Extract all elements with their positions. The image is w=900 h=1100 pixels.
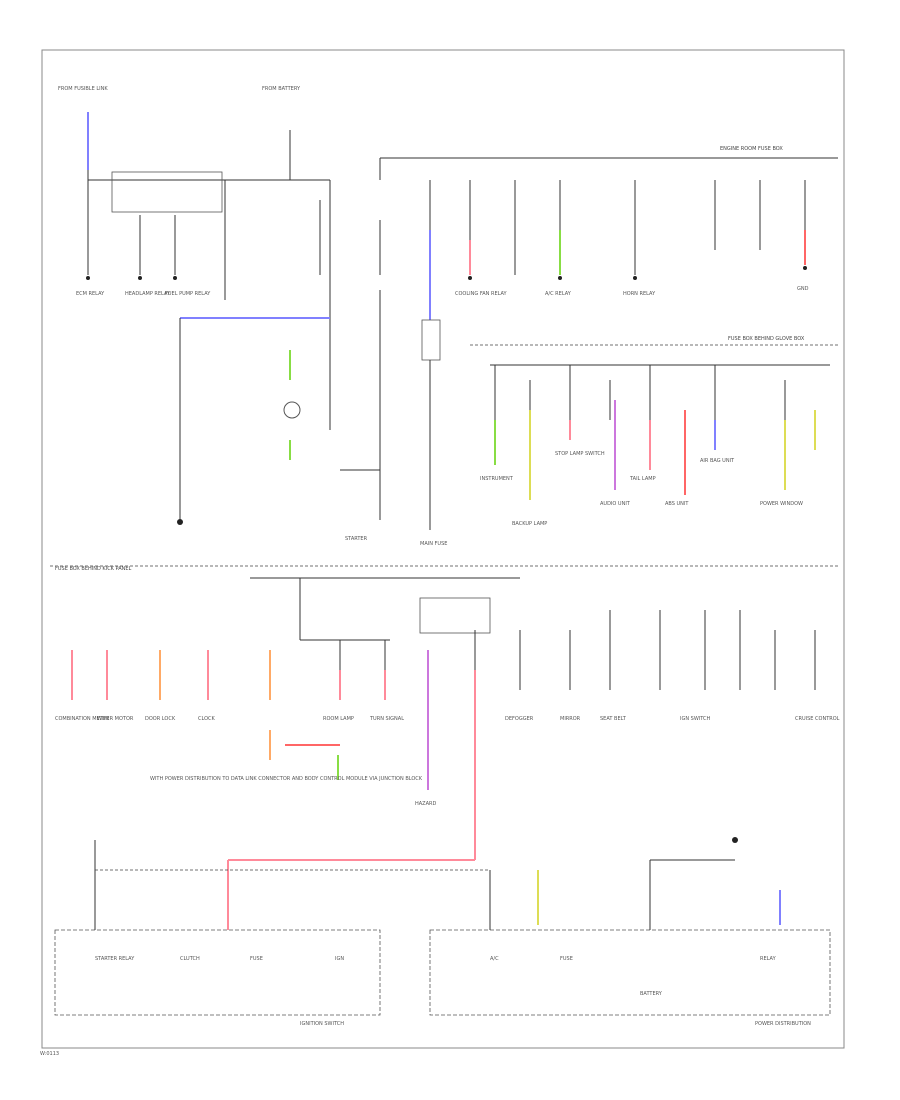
relay-box-top-left — [111, 171, 223, 213]
top-row-connectors — [86, 266, 807, 280]
label-audio-unit: AUDIO UNIT — [600, 501, 631, 507]
box-item-clutch: CLUTCH — [180, 956, 200, 962]
long-note: WITH POWER DISTRIBUTION TO DATA LINK CON… — [150, 776, 423, 782]
box-item-battery: BATTERY — [640, 991, 663, 997]
label-gnd-top: GND — [797, 286, 809, 292]
label-tail-lamp: TAIL LAMP — [629, 476, 656, 482]
label-ac-relay: A/C RELAY — [545, 291, 572, 297]
label-door-lock: DOOR LOCK — [145, 716, 176, 722]
lower-row-drops — [71, 610, 816, 930]
label-main-fuse: MAIN FUSE — [420, 541, 447, 547]
label-cooling-fan-relay: COOLING FAN RELAY — [455, 291, 508, 297]
label-headlamp-relay: HEADLAMP RELAY — [125, 291, 171, 297]
label-ecm-relay: ECM RELAY — [76, 291, 105, 297]
diagram-frame — [41, 49, 845, 1049]
bottom-right-caption: POWER DISTRIBUTION — [755, 1021, 811, 1027]
box-item-fuse-2: FUSE — [560, 956, 573, 962]
box-item-relay: RELAY — [760, 956, 777, 962]
footer-code: W:0113 — [40, 1051, 59, 1057]
label-wiper-motor: WIPER MOTOR — [97, 716, 134, 722]
middle-row-drops — [494, 365, 816, 500]
section-engine-room-fuse-box: ENGINE ROOM FUSE BOX — [720, 146, 783, 152]
source-battery: FROM BATTERY — [262, 86, 301, 92]
source-fusible-link: FROM FUSIBLE LINK — [58, 86, 108, 92]
top-row-drops — [87, 180, 806, 320]
section-fuse-box-kick-panel: FUSE BOX BEHIND KICK PANEL — [55, 566, 132, 572]
relay-box-lower — [419, 597, 491, 634]
label-room-lamp: ROOM LAMP — [323, 716, 354, 722]
label-hazard: HAZARD — [415, 801, 437, 807]
label-seat-belt: SEAT BELT — [600, 716, 627, 722]
label-fuel-pump-relay: FUEL PUMP RELAY — [165, 291, 211, 297]
label-defogger: DEFOGGER — [505, 716, 534, 722]
label-mirror: MIRROR — [560, 716, 581, 722]
label-backup-lamp: BACKUP LAMP — [512, 521, 547, 527]
relay-box-center — [421, 319, 441, 361]
label-ign-switch: IGN SWITCH — [680, 716, 711, 722]
bottom-right-box — [429, 929, 831, 1016]
label-clock: CLOCK — [198, 716, 216, 722]
label-combination-meter: COMBINATION METER — [55, 716, 110, 722]
label-cruise-control: CRUISE CONTROL — [795, 716, 840, 722]
connector-left-ground — [177, 519, 183, 525]
label-starter: STARTER — [345, 536, 368, 542]
label-power-window: POWER WINDOW — [760, 501, 803, 507]
label-turn-signal: TURN SIGNAL — [369, 716, 404, 722]
label-air-bag-unit: AIR BAG UNIT — [700, 458, 735, 464]
label-horn-relay: HORN RELAY — [623, 291, 656, 297]
motor-symbol — [283, 401, 301, 419]
box-item-ac: A/C — [490, 956, 499, 962]
box-item-fuse-1: FUSE — [250, 956, 263, 962]
label-stop-lamp-switch: STOP LAMP SWITCH — [555, 451, 605, 457]
box-item-ign: IGN — [335, 956, 344, 962]
label-abs-unit: ABS UNIT — [665, 501, 689, 507]
connector-bottom-right — [732, 837, 738, 843]
bottom-left-caption: IGNITION SWITCH — [300, 1021, 344, 1027]
bottom-left-box — [54, 929, 381, 1016]
section-fuse-box-glove-box: FUSE BOX BEHIND GLOVE BOX — [728, 336, 805, 342]
label-instrument: INSTRUMENT — [480, 476, 514, 482]
box-item-starter-relay: STARTER RELAY — [95, 956, 135, 962]
